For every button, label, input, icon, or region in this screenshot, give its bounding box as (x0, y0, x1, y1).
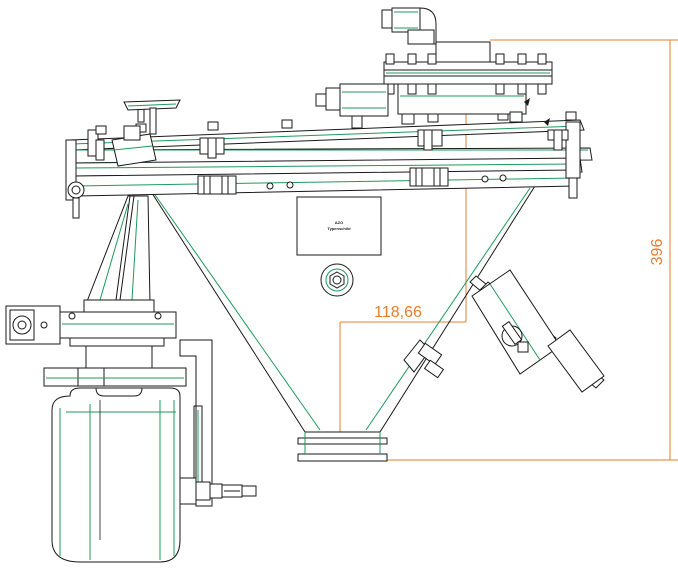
height-dimension-label: 396 (649, 239, 666, 266)
flange-markers (524, 98, 550, 126)
motor-support-strut (85, 195, 151, 305)
outlet-flange (297, 431, 388, 462)
nameplate: AZO Typenschild (296, 196, 382, 256)
offset-dimension-label: 118,66 (374, 304, 422, 321)
lid-clamp (111, 125, 157, 167)
angled-actuator (403, 269, 605, 393)
nameplate-line1: AZO (335, 220, 343, 225)
lid-handle (123, 99, 181, 135)
nameplate-line2: Typenschild (327, 226, 351, 231)
elbow-fitting (381, 7, 437, 45)
frame-brackets (197, 129, 449, 195)
sight-glass (320, 263, 354, 297)
motor-side-cap (5, 305, 61, 345)
motor-cable-gland (179, 477, 257, 505)
gearbox-flange (59, 299, 177, 347)
side-connector (315, 83, 389, 129)
motor-body (51, 387, 181, 563)
top-flange-assembly (383, 41, 553, 125)
left-frame-end (65, 129, 99, 219)
